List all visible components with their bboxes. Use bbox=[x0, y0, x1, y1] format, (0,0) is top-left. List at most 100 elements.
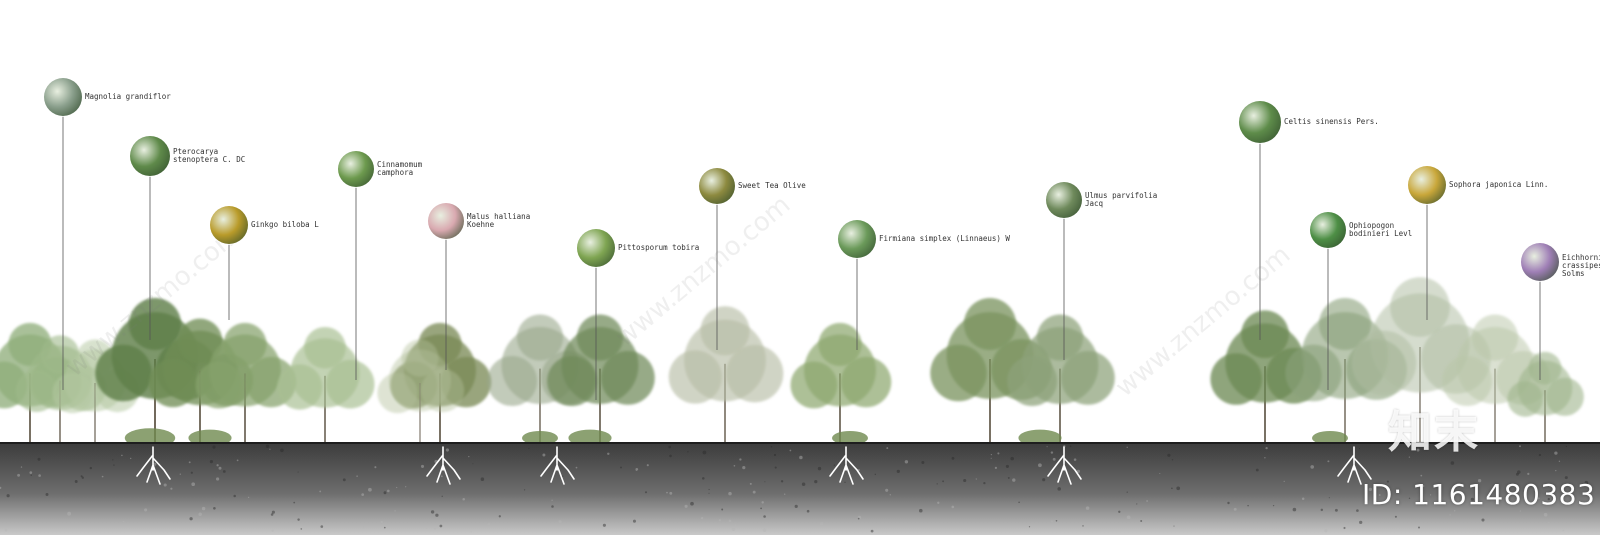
soil-speckle bbox=[122, 521, 125, 523]
tree-canopy bbox=[195, 361, 243, 409]
tree-canopy bbox=[95, 344, 152, 402]
soil-speckle bbox=[886, 447, 889, 450]
soil-speckle bbox=[265, 444, 270, 448]
tree-canopy bbox=[177, 318, 223, 364]
soil-speckle bbox=[1565, 445, 1568, 448]
tree-canopy bbox=[1210, 353, 1262, 405]
soil-speckle bbox=[844, 481, 846, 483]
soil-speckle bbox=[857, 515, 862, 520]
soil-speckle bbox=[523, 489, 526, 491]
soil-speckle bbox=[1378, 494, 1381, 496]
soil-speckle bbox=[1159, 472, 1161, 475]
soil-speckle bbox=[112, 459, 114, 461]
soil-speckle bbox=[190, 471, 193, 474]
soil-speckle bbox=[1073, 458, 1077, 461]
soil-speckle bbox=[990, 457, 992, 459]
soil-speckle bbox=[718, 519, 722, 522]
soil-speckle bbox=[904, 460, 909, 464]
species-photo-badge bbox=[338, 151, 374, 187]
soil-speckle bbox=[666, 491, 668, 494]
tree-canopy bbox=[930, 344, 987, 402]
soil-speckle bbox=[1057, 487, 1061, 491]
soil-speckle bbox=[405, 486, 407, 488]
tree-canopy bbox=[128, 297, 182, 351]
soil-speckle bbox=[1118, 510, 1121, 513]
soil-speckle bbox=[1327, 460, 1330, 463]
soil-speckle bbox=[1283, 480, 1285, 483]
soil-speckle bbox=[690, 501, 694, 506]
species-photo-badge bbox=[1046, 182, 1082, 218]
soil-speckle bbox=[67, 511, 71, 516]
soil-speckle bbox=[300, 528, 303, 530]
soil-speckle bbox=[731, 527, 736, 531]
soil-speckle bbox=[269, 448, 271, 450]
soil-speckle bbox=[942, 480, 944, 483]
soil-speckle bbox=[1264, 457, 1266, 459]
tree-canopy bbox=[1007, 356, 1058, 406]
soil-speckle bbox=[383, 491, 387, 495]
tree-canopy bbox=[1318, 297, 1372, 351]
soil-speckle bbox=[213, 506, 216, 510]
soil-speckle bbox=[1517, 470, 1521, 474]
tree-canopy bbox=[726, 345, 784, 403]
soil-speckle bbox=[396, 486, 398, 489]
soil-speckle bbox=[1368, 487, 1373, 492]
soil-speckle bbox=[1519, 445, 1521, 448]
soil-speckle bbox=[1265, 446, 1268, 450]
soil-speckle bbox=[81, 476, 84, 479]
watermark-logo: 知末 bbox=[1388, 407, 1480, 458]
soil-speckle bbox=[780, 480, 784, 483]
soil-speckle bbox=[163, 483, 167, 487]
soil-speckle bbox=[189, 517, 193, 521]
tree-canopy bbox=[1241, 310, 1289, 359]
tree-canopy bbox=[420, 368, 465, 413]
soil-speckle bbox=[789, 449, 792, 452]
soil-speckle bbox=[487, 522, 491, 526]
soil-speckle bbox=[1422, 484, 1425, 488]
species-label: Celtis sinensis Pers. bbox=[1284, 117, 1379, 126]
tree-canopy bbox=[304, 326, 346, 369]
soil-speckle bbox=[801, 482, 806, 486]
soil-speckle bbox=[806, 509, 810, 513]
tree-canopy bbox=[1285, 344, 1342, 402]
soil-speckle bbox=[687, 451, 689, 453]
soil-speckle bbox=[620, 466, 622, 469]
soil-speckle bbox=[1069, 445, 1072, 447]
soil-speckle bbox=[17, 473, 21, 477]
species-label: Ulmus parvifolia Jacq bbox=[1085, 191, 1158, 208]
soil-speckle bbox=[271, 529, 274, 532]
tree-canopy bbox=[818, 322, 862, 366]
soil-speckle bbox=[1454, 510, 1456, 512]
soil-speckle bbox=[708, 488, 710, 491]
soil-speckle bbox=[362, 526, 365, 529]
soil-speckle bbox=[686, 524, 688, 526]
soil-speckle bbox=[1562, 529, 1565, 532]
soil-speckle bbox=[0, 486, 2, 490]
soil-speckle bbox=[1171, 459, 1174, 461]
soil-speckle bbox=[644, 491, 648, 494]
soil-speckle bbox=[1176, 486, 1181, 491]
species-label: Ginkgo biloba L bbox=[251, 220, 319, 229]
soil-speckle bbox=[1046, 446, 1048, 448]
species-photo-badge bbox=[44, 78, 82, 116]
tree-canopy bbox=[668, 350, 722, 404]
soil-speckle bbox=[1126, 491, 1128, 493]
soil-speckle bbox=[1050, 451, 1054, 454]
soil-speckle bbox=[74, 480, 78, 483]
soil-speckle bbox=[121, 454, 123, 457]
soil-speckle bbox=[1429, 494, 1432, 496]
soil-speckle bbox=[1310, 465, 1315, 469]
soil-speckle bbox=[983, 481, 986, 485]
soil-speckle bbox=[770, 446, 773, 448]
soil-speckle bbox=[734, 524, 737, 528]
soil-speckle bbox=[1543, 512, 1548, 517]
soil-speckle bbox=[1420, 474, 1423, 477]
soil-speckle bbox=[1555, 469, 1557, 472]
tree-canopy bbox=[1351, 330, 1417, 396]
soil-speckle bbox=[742, 466, 746, 470]
soil-speckle bbox=[817, 466, 822, 471]
soil-speckle bbox=[764, 481, 766, 483]
tree-canopy bbox=[547, 356, 598, 406]
soil-speckle bbox=[733, 464, 736, 467]
soil-speckle bbox=[784, 493, 786, 495]
